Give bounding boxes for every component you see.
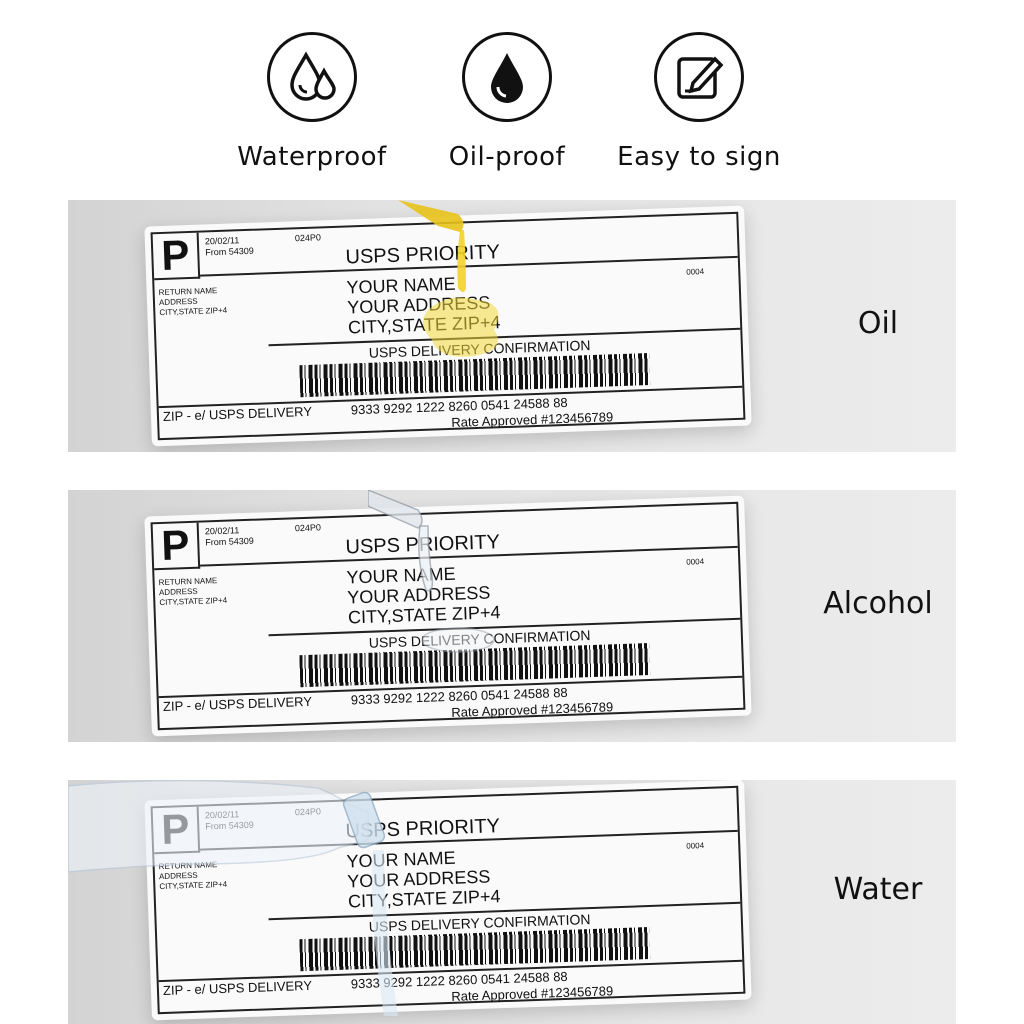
- label-number: 0004: [686, 841, 705, 851]
- feature-label: Easy to sign: [617, 142, 781, 172]
- label-code: 024P0: [294, 232, 322, 244]
- panel-label: Oil: [857, 306, 899, 341]
- feature-waterproof: Waterproof: [212, 32, 412, 172]
- panel-label: Alcohol: [823, 586, 933, 621]
- label-code: 024P0: [294, 522, 322, 534]
- feature-oil-proof: Oil-proof: [407, 32, 607, 172]
- pen-sign-icon: [654, 32, 744, 122]
- oil-dropper: [398, 200, 499, 357]
- feature-label: Waterproof: [237, 142, 387, 172]
- label-number: 0004: [686, 557, 705, 567]
- water-bottle: [68, 780, 398, 1016]
- priority-p-mark: P: [152, 521, 201, 571]
- priority-p-mark: P: [152, 231, 201, 281]
- label-number: 0004: [686, 267, 705, 277]
- oil-drop-icon: [462, 32, 552, 122]
- panel-label: Water: [833, 872, 923, 907]
- alcohol-dropper: [368, 490, 495, 653]
- feature-easy-to-sign: Easy to sign: [599, 32, 799, 172]
- water-drops-icon: [267, 32, 357, 122]
- feature-label: Oil-proof: [448, 142, 566, 172]
